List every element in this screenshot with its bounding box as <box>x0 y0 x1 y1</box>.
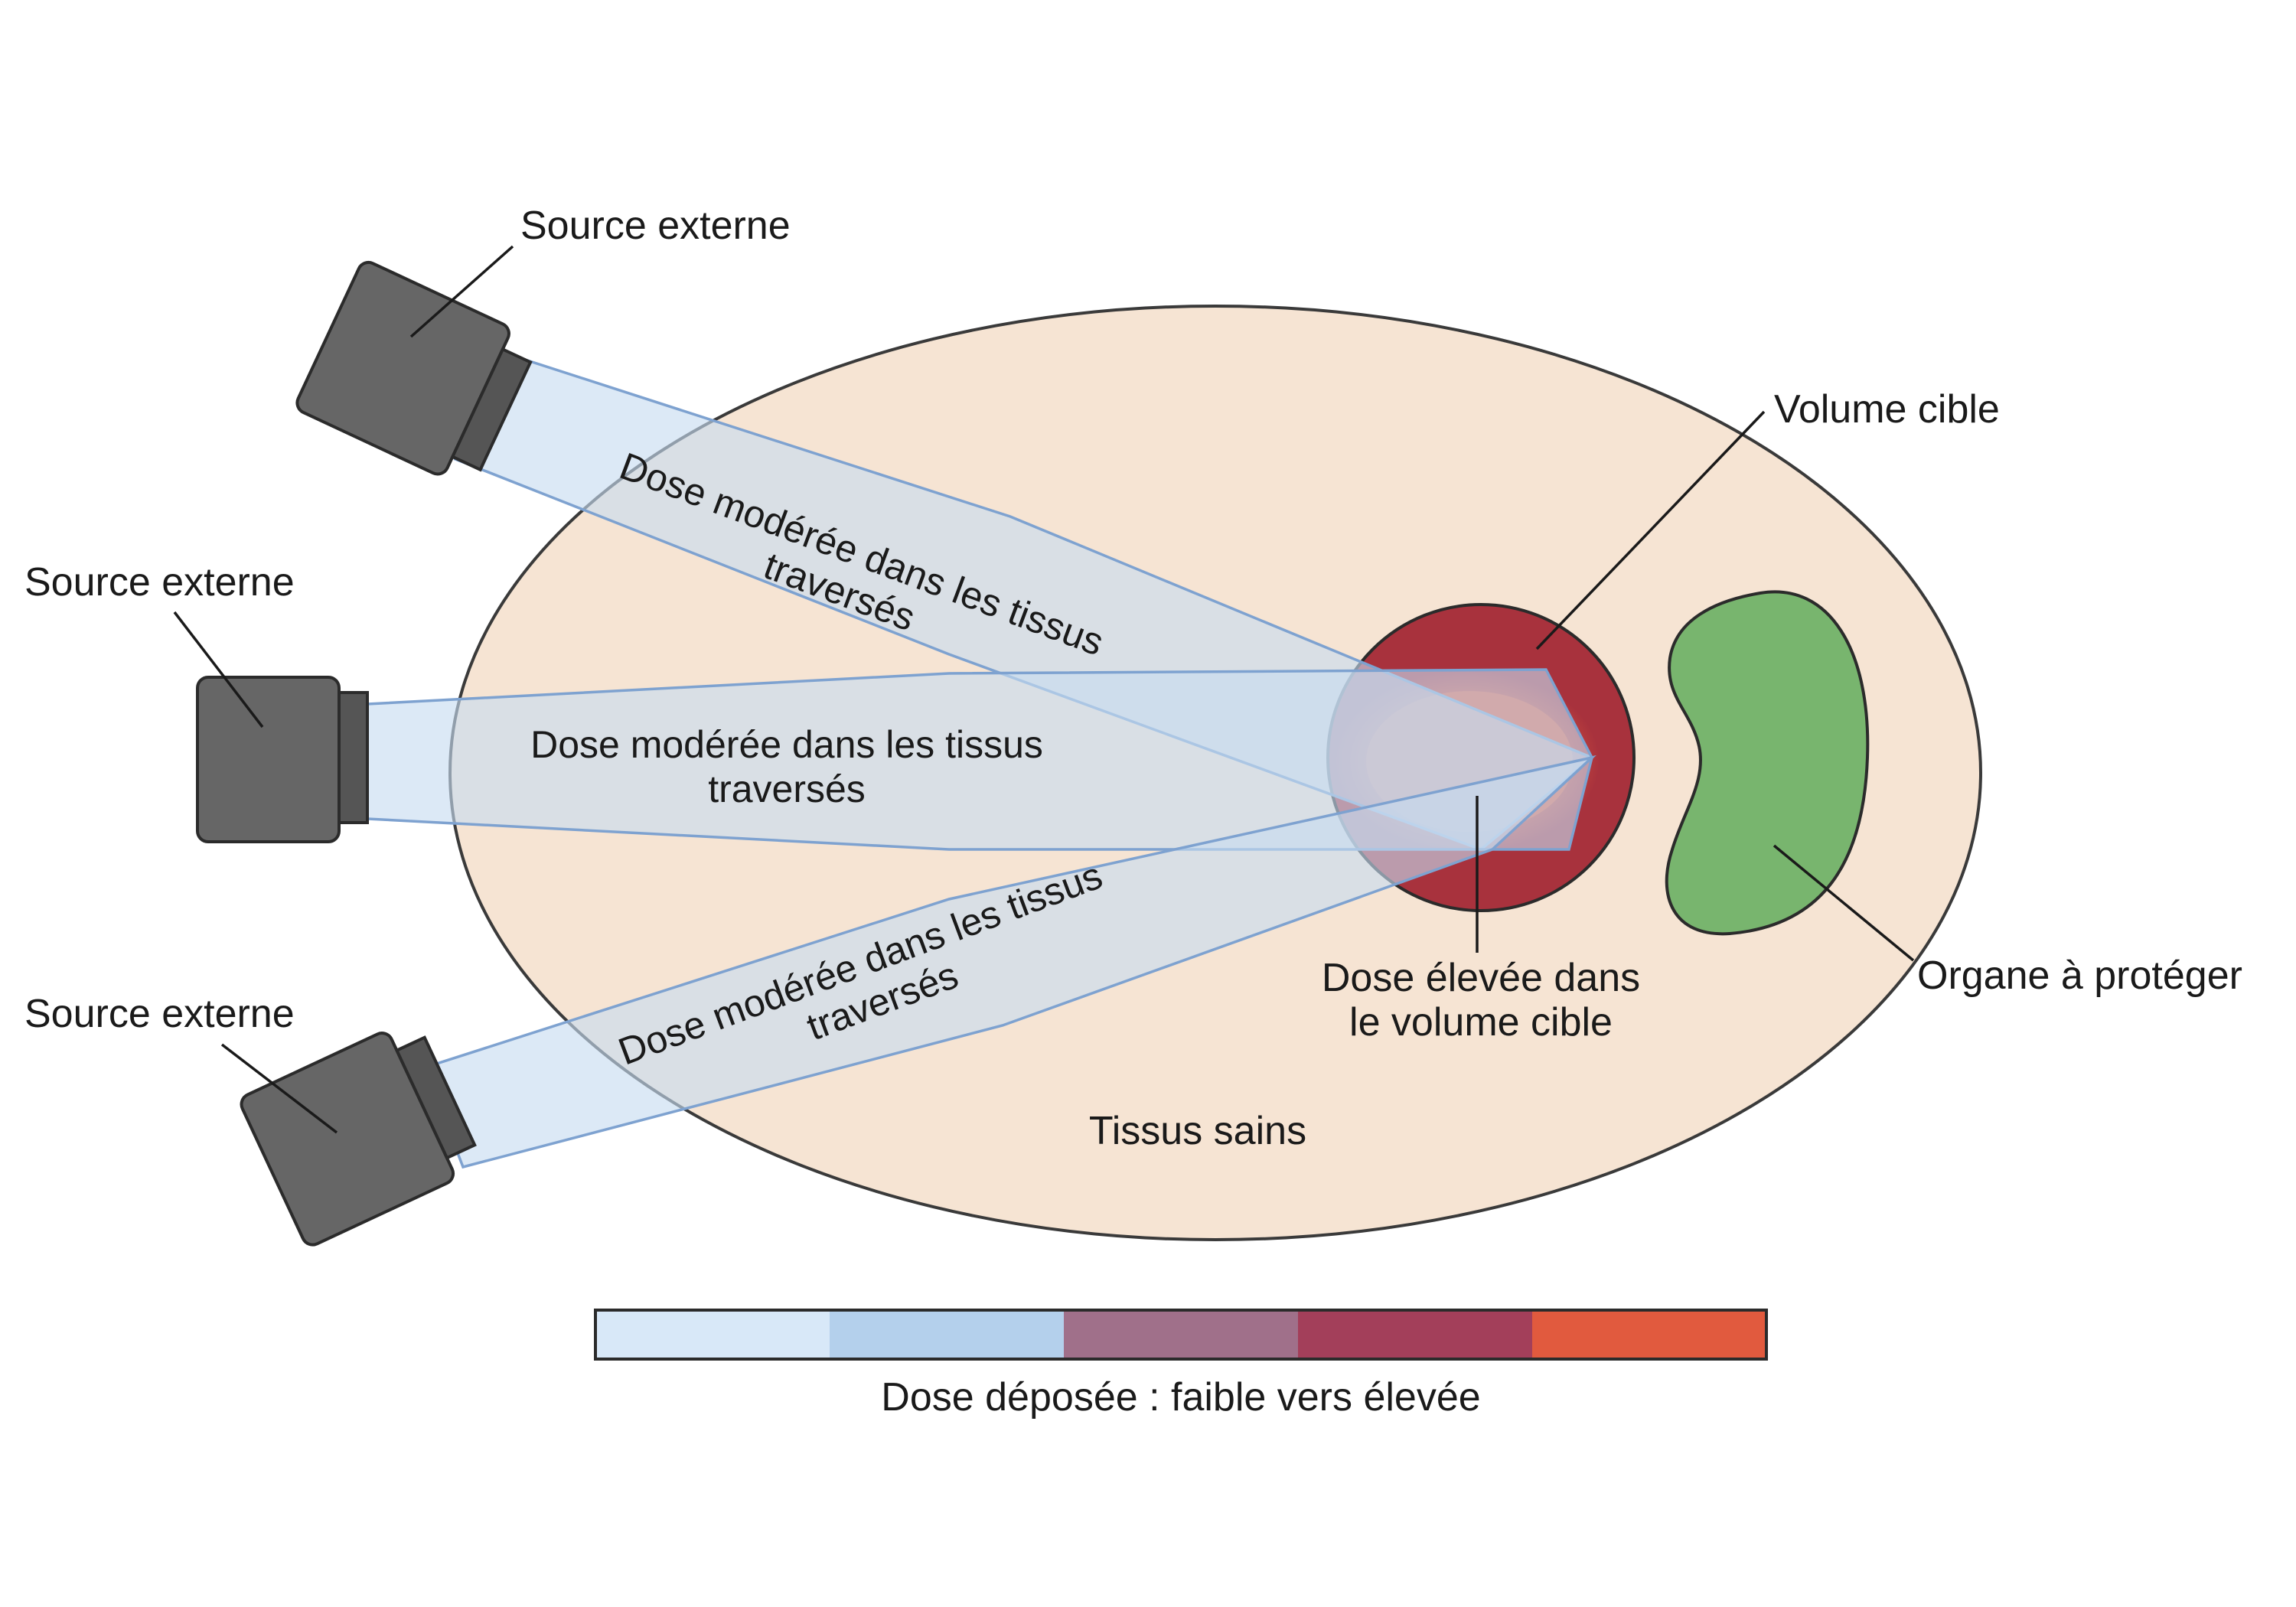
beam-bottom <box>422 755 1596 1169</box>
beam-middle <box>366 668 1593 851</box>
dose-scale-step-3 <box>1064 1310 1298 1359</box>
source-top-nozzle <box>450 347 533 472</box>
label-tissus-sains: Tissus sains <box>1089 1109 1306 1153</box>
organ-to-protect <box>1665 590 1870 936</box>
beam-middle-label-1: Dose modérée dans les tissus <box>530 723 1043 766</box>
source-middle-body <box>196 676 341 843</box>
label-source-bottom: Source externe <box>24 992 295 1036</box>
dose-scale-step-1 <box>595 1310 830 1359</box>
leader-source-middle <box>173 611 264 729</box>
label-dose-elevee-2: le volume cible <box>1349 1000 1613 1045</box>
leader-source-bottom <box>220 1043 338 1134</box>
source-middle-nozzle <box>338 691 369 824</box>
label-dose-elevee-1: Dose élevée dans <box>1322 956 1640 1000</box>
dose-scale-caption: Dose déposée : faible vers élevée <box>881 1375 1480 1420</box>
label-volume-cible: Volume cible <box>1774 387 2000 432</box>
leader-organe <box>1773 844 1915 962</box>
dose-scale-step-2 <box>830 1310 1064 1359</box>
source-bottom <box>240 1032 477 1247</box>
source-bottom-nozzle <box>394 1035 477 1160</box>
leader-volume-cible <box>1535 410 1766 650</box>
source-top <box>295 260 533 476</box>
source-middle <box>196 676 369 843</box>
beam-middle-label-2: traversés <box>708 768 866 810</box>
label-source-middle: Source externe <box>24 560 295 605</box>
leader-source-top <box>409 245 514 338</box>
dose-scale <box>594 1309 1768 1361</box>
dose-scale-frame <box>594 1309 1768 1361</box>
dose-scale-step-4 <box>1298 1310 1532 1359</box>
dose-scale-step-5 <box>1532 1310 1766 1359</box>
label-organe: Organe à protéger <box>1917 953 2242 998</box>
label-source-top: Source externe <box>520 204 791 248</box>
